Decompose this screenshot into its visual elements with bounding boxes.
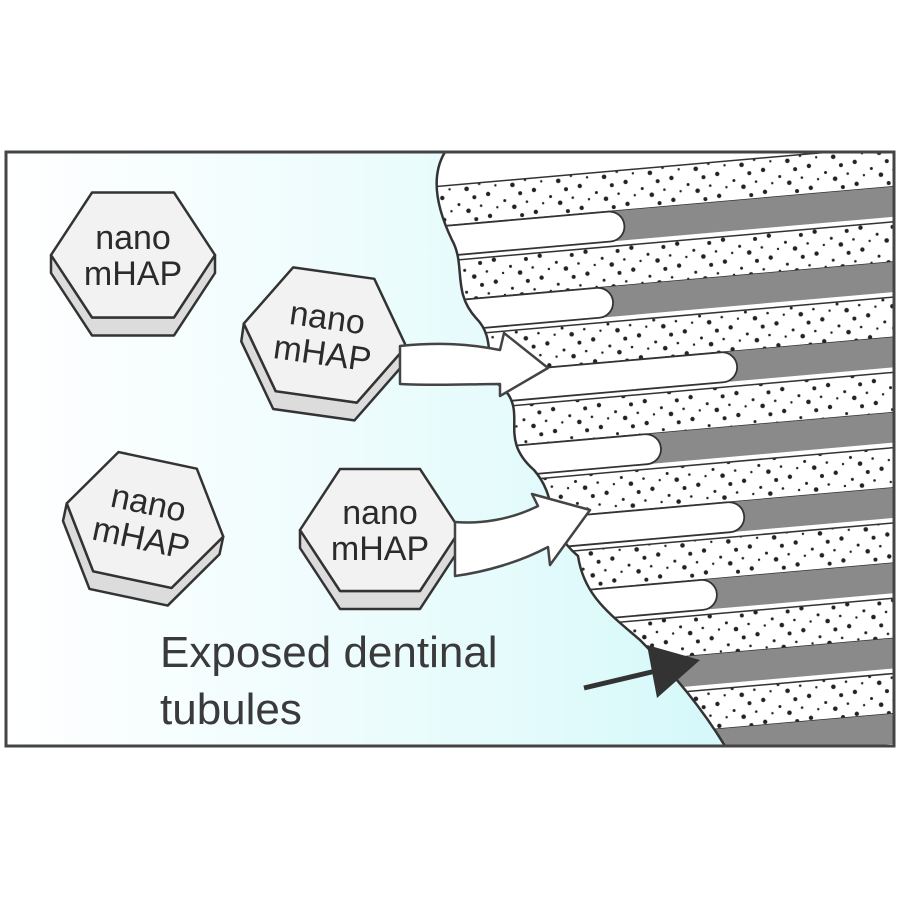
particle-face — [298, 467, 462, 593]
pointer-arrow-shaft — [583, 667, 661, 691]
tubule-fill — [699, 558, 894, 610]
open-tubule — [436, 210, 626, 265]
caption-line-1: Exposed dentinal — [160, 628, 498, 677]
figure-frame — [4, 150, 896, 748]
particle-label-line-1: nano — [342, 494, 418, 532]
tubule-fill — [595, 259, 894, 318]
particle-face — [49, 191, 217, 319]
particle-label-line-2: mHAP — [331, 530, 429, 568]
tubule-fill — [719, 333, 894, 383]
caption-line-2: tubules — [160, 685, 302, 734]
particle-face — [242, 266, 408, 404]
tubule-fill — [726, 483, 894, 533]
particle-label-line-2: mHAP — [84, 255, 182, 293]
arrow-layer — [398, 331, 700, 698]
particle-face — [65, 450, 225, 590]
tubule-fill — [607, 184, 894, 242]
tubule-fill — [643, 408, 894, 465]
particle-label-line-1: nano — [95, 219, 171, 257]
pointer-arrowhead — [647, 645, 700, 698]
deposition-arrow-upper — [398, 331, 550, 398]
tubule-fill — [585, 707, 894, 746]
deposition-arrow-lower — [453, 492, 592, 578]
